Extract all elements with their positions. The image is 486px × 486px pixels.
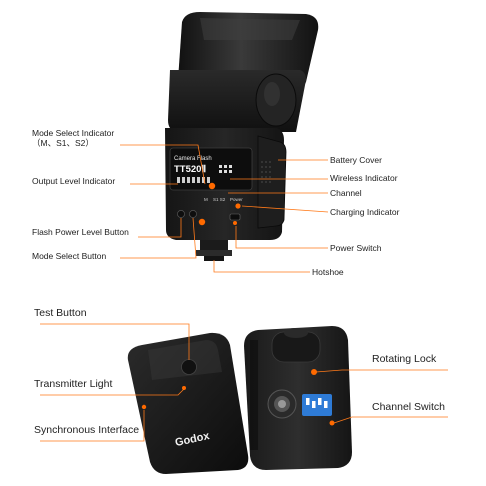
label-hotshoe: Hotshoe [312, 267, 344, 277]
charging-indicator-light [235, 203, 241, 209]
channel-switch-dot [329, 420, 335, 426]
receiver-body [244, 326, 352, 470]
flash-display-panel [169, 147, 253, 191]
flash-screen-line2: TT520Ⅱ [174, 164, 206, 175]
mode-indicator-light [208, 182, 216, 190]
flash-leader-lines [120, 144, 329, 273]
label-mode-select-indicator: Mode Select Indicator （M、S1、S2） [32, 128, 115, 149]
button-label-s1s2: S1 S2 [213, 197, 226, 202]
label-test-button: Test Button [34, 307, 87, 319]
battery-cover [257, 135, 287, 229]
button-label-m: M [204, 197, 208, 202]
trigger-receiver [244, 326, 352, 470]
transmitter-light [182, 386, 186, 390]
mode-select-indicator-dot [198, 218, 206, 226]
label-synchronous-interface: Synchronous Interface [34, 424, 140, 436]
output-level-bar [177, 177, 210, 183]
label-flash-power-level-button: Flash Power Level Button [32, 227, 129, 237]
label-battery-cover: Battery Cover [330, 155, 382, 165]
flash-power-level-button[interactable] [177, 210, 185, 218]
speaker-grille [261, 161, 271, 183]
power-switch[interactable] [229, 213, 241, 221]
label-charging-indicator: Charging Indicator [330, 207, 400, 217]
label-channel-switch: Channel Switch [372, 401, 445, 413]
label-mode-select-button: Mode Select Button [32, 251, 107, 261]
label-transmitter-light: Transmitter Light [34, 378, 113, 390]
trigger-leader-lines [40, 323, 448, 442]
label-channel: Channel [330, 188, 362, 198]
rotating-lock-dot [311, 369, 317, 375]
label-wireless-indicator: Wireless Indicator [330, 173, 398, 183]
test-button[interactable] [181, 359, 197, 375]
power-switch-dot [233, 221, 237, 225]
flash-screen-line1: Camera Flash [174, 156, 212, 162]
label-mode-select-indicator-title: Mode Select Indicator [32, 128, 115, 138]
mode-select-button[interactable] [189, 210, 197, 218]
label-output-level-indicator: Output Level Indicator [32, 176, 116, 186]
transmitter-body [127, 332, 249, 474]
button-label-power: Power [230, 197, 243, 202]
channel-dots [219, 165, 232, 173]
sync-port [141, 404, 147, 410]
flash-head-highlight [200, 18, 300, 40]
flash-unit: Camera Flash TT520Ⅱ M S1 S2 Power [165, 12, 319, 261]
hotshoe [200, 240, 228, 250]
trigger-transmitter: Godox [127, 332, 249, 474]
label-mode-select-indicator-sub: （M、S1、S2） [32, 137, 94, 148]
label-rotating-lock: Rotating Lock [372, 353, 437, 365]
label-power-switch: Power Switch [330, 243, 382, 253]
